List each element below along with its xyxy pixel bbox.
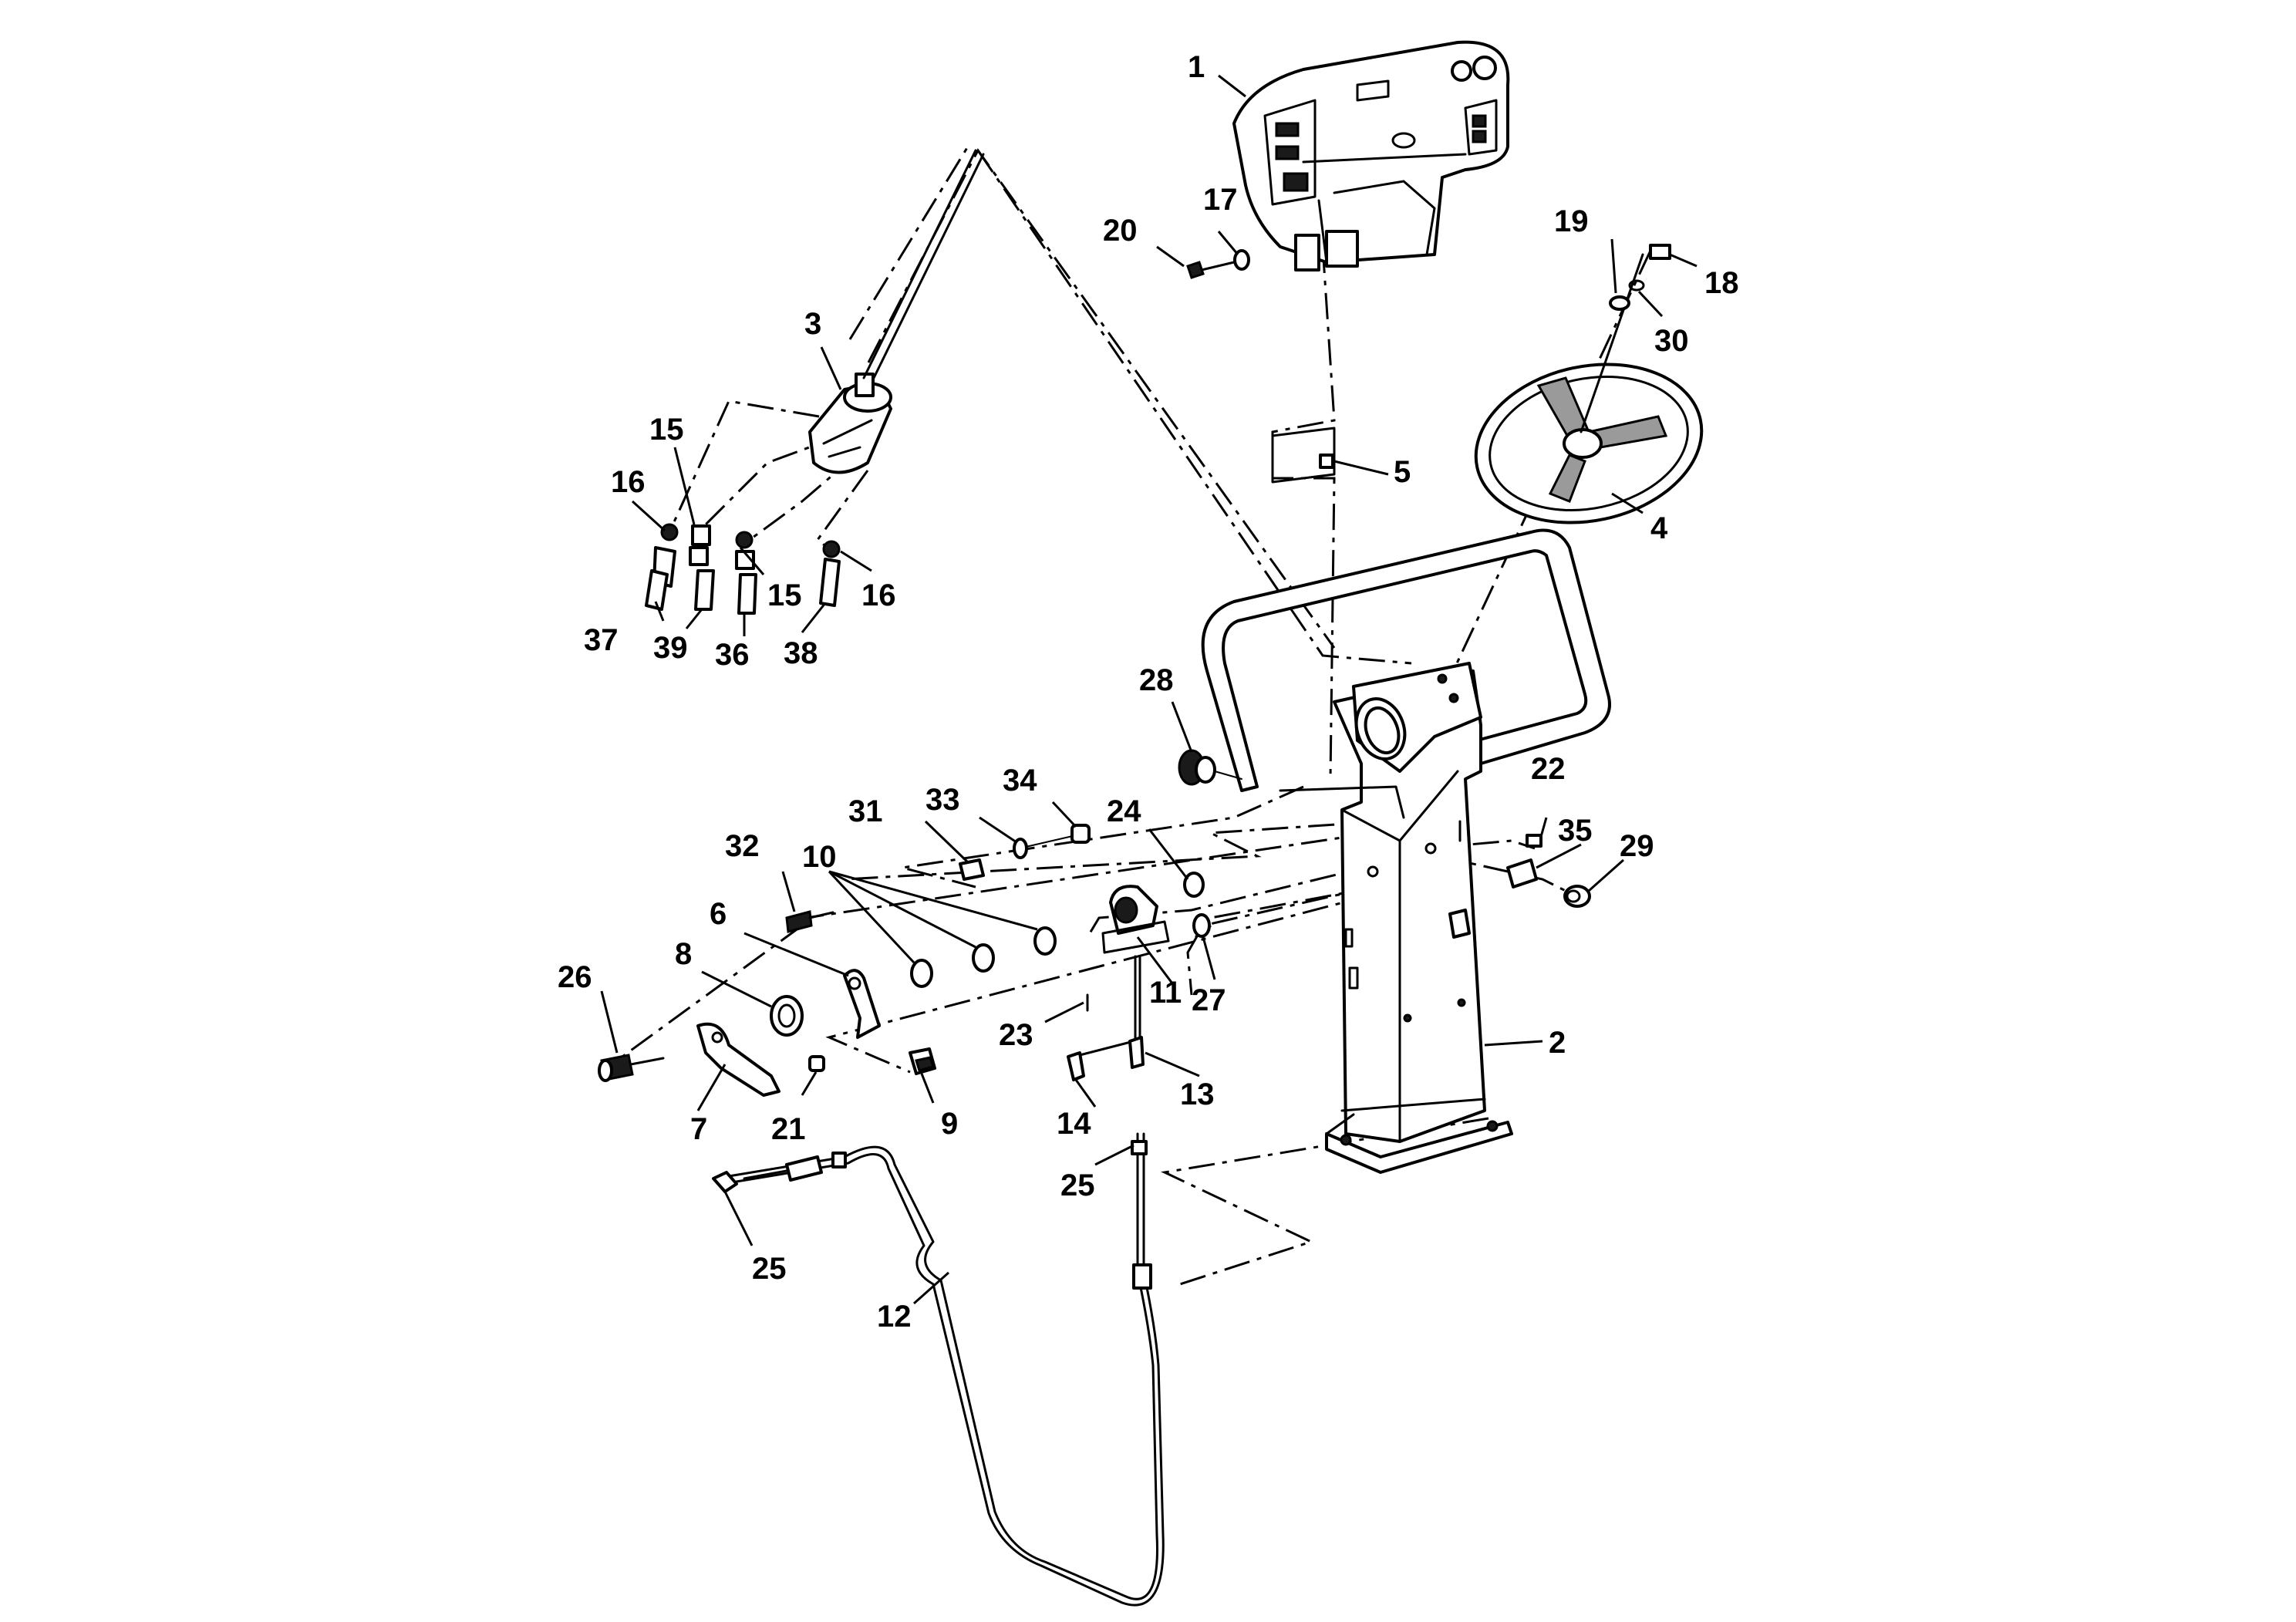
control-cable: [712, 1132, 1165, 1607]
callout-8: 8: [675, 937, 692, 971]
callout-21: 21: [771, 1112, 806, 1146]
callout-35: 35: [1558, 814, 1593, 848]
callout-14: 14: [1057, 1107, 1091, 1141]
callout-15: 15: [649, 413, 684, 447]
pedal-hardware: [598, 824, 1591, 1097]
steering-column: [1201, 528, 1611, 1174]
callout-6: 6: [710, 897, 727, 931]
callout-18: 18: [1704, 266, 1739, 300]
callout-25b: 25: [752, 1252, 787, 1286]
callout-37: 37: [584, 623, 619, 657]
callout-19: 19: [1554, 204, 1589, 238]
callout-39: 39: [653, 631, 688, 665]
callout-3: 3: [804, 307, 821, 341]
callout-22: 22: [1531, 752, 1566, 786]
instrument-panel: [1232, 40, 1510, 271]
callout-10: 10: [802, 840, 837, 874]
key-switch: [1178, 749, 1242, 786]
callout-1: 1: [1188, 50, 1205, 84]
callout-36: 36: [715, 638, 750, 672]
steering-wheel: [1474, 244, 1704, 524]
callout-labels: 1 2 3 4 5 6 7 8 9 10 11 12 13 14 15 15 1…: [558, 50, 1739, 1334]
callout-28: 28: [1139, 663, 1174, 697]
callout-4: 4: [1650, 511, 1668, 545]
callout-32: 32: [725, 829, 760, 863]
callout-24: 24: [1107, 794, 1141, 828]
callout-34: 34: [1003, 764, 1037, 798]
callout-11: 11: [1149, 976, 1182, 1010]
callout-16: 16: [611, 465, 646, 499]
callout-38: 38: [784, 636, 818, 670]
callout-17: 17: [1203, 183, 1238, 217]
callout-29: 29: [1620, 829, 1654, 863]
callout-25: 25: [1060, 1168, 1095, 1202]
callout-12: 12: [877, 1300, 912, 1334]
hose-fittings: [645, 523, 841, 615]
leader-lines: [600, 74, 1698, 1305]
callout-7: 7: [690, 1112, 707, 1146]
callout-15b: 15: [767, 578, 802, 612]
callout-33: 33: [925, 783, 960, 817]
callout-30: 30: [1654, 324, 1689, 358]
callout-27: 27: [1192, 983, 1226, 1017]
callout-20: 20: [1103, 214, 1138, 248]
callout-13: 13: [1180, 1077, 1215, 1111]
callout-26: 26: [558, 960, 592, 994]
steering-unit: [808, 149, 985, 474]
callout-5: 5: [1394, 455, 1411, 489]
callout-23: 23: [999, 1018, 1033, 1052]
panel-fasteners: [1186, 249, 1336, 484]
callout-9: 9: [941, 1107, 958, 1141]
callout-2: 2: [1549, 1026, 1566, 1060]
callout-31: 31: [848, 794, 883, 828]
callout-16b: 16: [861, 578, 896, 612]
